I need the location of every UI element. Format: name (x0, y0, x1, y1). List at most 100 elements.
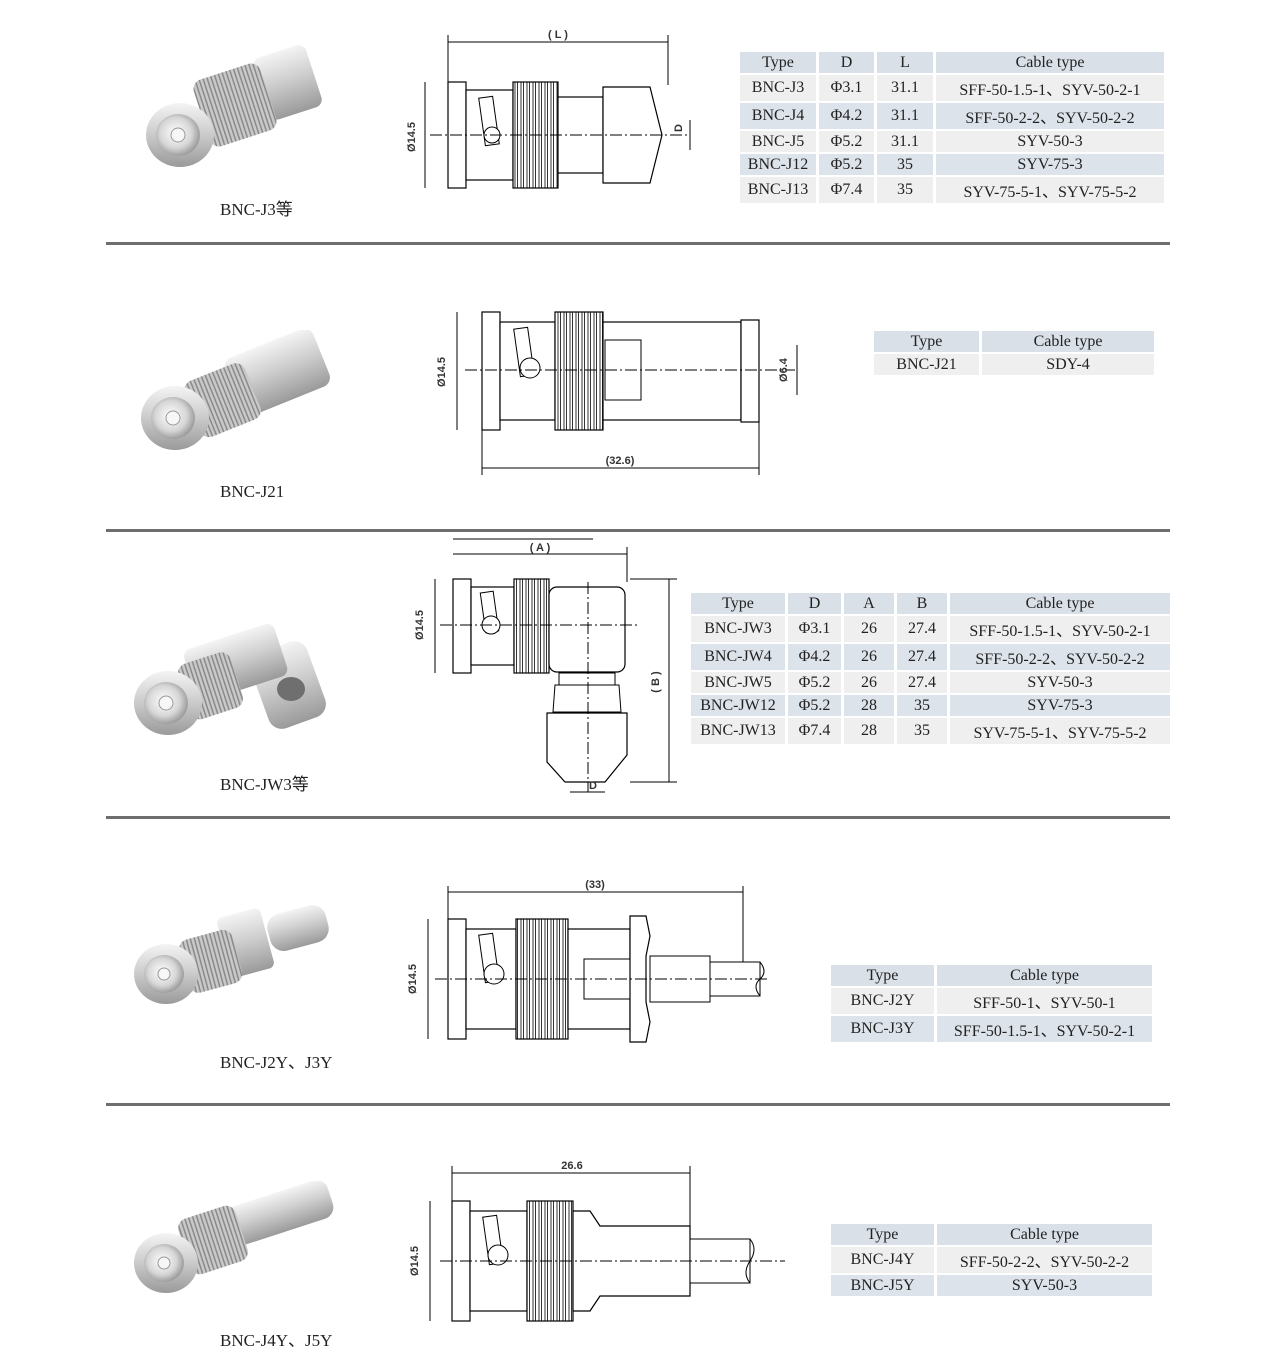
col-header: Type (740, 52, 816, 73)
col-header: Type (874, 331, 979, 352)
table-cell: 31.1 (877, 103, 933, 129)
table-cell: Φ5.2 (788, 672, 841, 693)
dimension-drawing-bnc-j2y: (33) Ø14.5 (407, 879, 770, 1043)
dim-length: (33) (585, 879, 605, 891)
dim-d: D (589, 780, 597, 792)
table-cell: 27.4 (897, 672, 947, 693)
table-cell: 26 (844, 616, 894, 642)
table-cell: SYV-50-3 (936, 131, 1164, 152)
dim-diameter: Ø14.5 (414, 610, 426, 640)
section-divider (106, 242, 1170, 245)
dim-diameter: Ø14.5 (409, 1246, 421, 1276)
col-header: Cable type (950, 593, 1170, 614)
section-divider (106, 529, 1170, 532)
table-cell: 35 (897, 695, 947, 716)
section-bnc-j21: BNC-J21 Ø14.5 Ø6.4 (32.6) Type Cable typ… (0, 245, 1276, 530)
table-cell: Φ4.2 (788, 644, 841, 670)
table-cell: Φ5.2 (819, 131, 874, 152)
table-cell: SYV-50-3 (937, 1275, 1152, 1296)
product-photo-bnc-j4y (134, 1181, 334, 1293)
table-cell: BNC-J5 (740, 131, 816, 152)
table-cell: 27.4 (897, 616, 947, 642)
dim-diameter: Ø14.5 (406, 122, 418, 152)
product-photo-bnc-j3 (146, 44, 322, 167)
product-caption: BNC-J4Y、J5Y (220, 1331, 333, 1350)
table-cell: BNC-J13 (740, 177, 816, 203)
table-cell: Φ3.1 (788, 616, 841, 642)
product-photo-bnc-j21 (141, 330, 330, 450)
table-cell: SYV-75-5-1、SYV-75-5-2 (936, 177, 1164, 203)
dim-d: Ø6.4 (778, 357, 790, 382)
table-cell: SYV-50-3 (950, 672, 1170, 693)
table-cell: BNC-J2Y (831, 988, 934, 1014)
table-cell: BNC-J12 (740, 154, 816, 175)
table-cell: Φ7.4 (788, 718, 841, 744)
product-caption: BNC-JW3等 (220, 775, 309, 794)
product-caption: BNC-J21 (220, 482, 285, 501)
col-header: Cable type (937, 1224, 1152, 1245)
table-cell: 27.4 (897, 644, 947, 670)
table-cell: 35 (877, 154, 933, 175)
table-cell: BNC-J21 (874, 354, 979, 375)
section-bnc-jw3: BNC-JW3等 ( A ) Ø14.5 ( B ) D Type D A (0, 532, 1276, 817)
table-cell: 26 (844, 644, 894, 670)
col-header: B (897, 593, 947, 614)
product-photo-bnc-jw3 (134, 623, 326, 735)
dim-diameter: Ø14.5 (436, 357, 448, 387)
dimension-drawing-bnc-jw3: ( A ) Ø14.5 ( B ) D (414, 538, 677, 793)
table-cell: 28 (844, 695, 894, 716)
dim-d: D (673, 124, 685, 132)
col-header: Cable type (936, 52, 1164, 73)
table-cell: BNC-J4 (740, 103, 816, 129)
section-bnc-j3: BNC-J3等 ( L ) Ø14.5 D Type D L Cable typ… (0, 0, 1276, 243)
table-cell: BNC-JW3 (691, 616, 785, 642)
dim-diameter: Ø14.5 (407, 964, 419, 994)
table-cell: Φ3.1 (819, 75, 874, 101)
col-header: Type (691, 593, 785, 614)
col-header: Type (831, 1224, 934, 1245)
table-cell: BNC-J5Y (831, 1275, 934, 1296)
table-cell: SYV-75-3 (936, 154, 1164, 175)
table-cell: SFF-50-1.5-1、SYV-50-2-1 (936, 75, 1164, 101)
col-header: Cable type (937, 965, 1152, 986)
col-header: Cable type (982, 331, 1154, 352)
table-cell: 28 (844, 718, 894, 744)
dimension-drawing-bnc-j3: ( L ) Ø14.5 D (406, 29, 691, 189)
dim-a: ( A ) (530, 542, 551, 554)
section-divider (106, 816, 1170, 819)
table-cell: SFF-50-2-2、SYV-50-2-2 (937, 1247, 1152, 1273)
dim-b: ( B ) (650, 671, 662, 693)
table-cell: BNC-J3Y (831, 1016, 934, 1042)
table-cell: SFF-50-1.5-1、SYV-50-2-1 (937, 1016, 1152, 1042)
product-photo-bnc-j2y (134, 905, 329, 1004)
dim-length: ( L ) (548, 29, 568, 41)
dim-length: 26.6 (561, 1160, 582, 1172)
table-cell: SFF-50-1.5-1、SYV-50-2-1 (950, 616, 1170, 642)
table-cell: SYV-75-3 (950, 695, 1170, 716)
section-bnc-j2y: BNC-J2Y、J3Y (33) Ø14.5 Type Cable type B… (0, 819, 1276, 1104)
dim-length: (32.6) (606, 455, 635, 467)
product-caption: BNC-J3等 (220, 200, 293, 219)
table-cell: 35 (897, 718, 947, 744)
section-divider (106, 1103, 1170, 1106)
dimension-drawing-bnc-j21: Ø14.5 Ø6.4 (32.6) (436, 311, 798, 475)
table-cell: SYV-75-5-1、SYV-75-5-2 (950, 718, 1170, 744)
table-cell: 35 (877, 177, 933, 203)
col-header: A (844, 593, 894, 614)
table-cell: SFF-50-1、SYV-50-1 (937, 988, 1152, 1014)
table-cell: BNC-JW5 (691, 672, 785, 693)
